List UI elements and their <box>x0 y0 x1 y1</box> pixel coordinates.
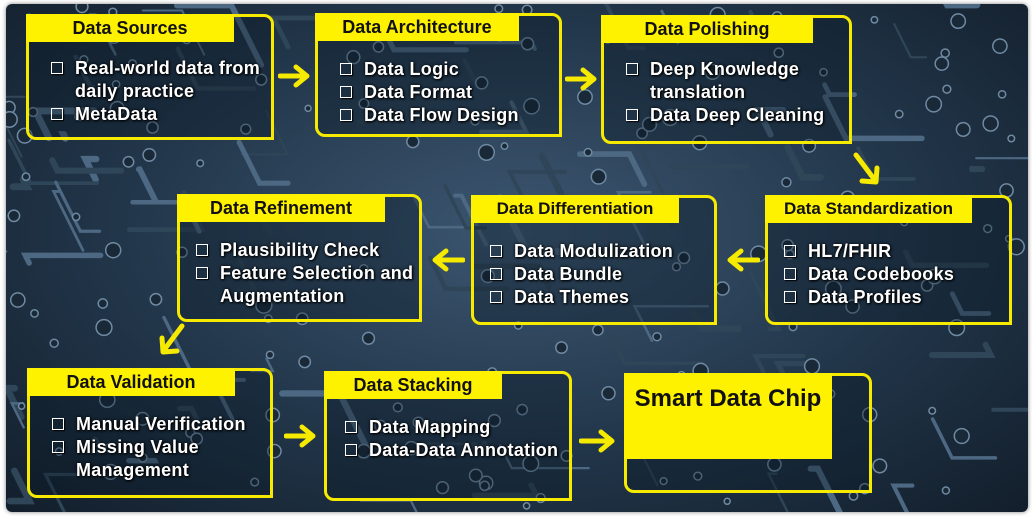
checkbox-icon <box>196 267 208 279</box>
item-list: Data Mapping Data-Data Annotation <box>341 416 569 462</box>
arrow-right-icon <box>278 64 310 88</box>
checkbox-icon <box>340 86 352 98</box>
box-title: Data Validation <box>27 368 235 396</box>
box-title: Data Stacking <box>324 371 502 399</box>
box-data-polishing: Data Polishing Deep Knowledge translatio… <box>601 15 852 144</box>
list-item: Data Codebooks <box>780 263 1005 286</box>
box-title: Data Standardization <box>765 195 972 223</box>
box-data-validation: Data Validation Manual Verification Miss… <box>27 368 273 498</box>
checkbox-icon <box>490 291 502 303</box>
checkbox-icon <box>626 63 638 75</box>
checkbox-icon <box>490 245 502 257</box>
list-item: Data Modulization <box>486 240 714 263</box>
checkbox-icon <box>51 108 63 120</box>
item-list: Manual Verification Missing Value Manage… <box>48 413 270 482</box>
checkbox-icon <box>340 63 352 75</box>
item-list: Real-world data from daily practice Meta… <box>47 57 267 126</box>
list-item: Manual Verification <box>48 413 270 436</box>
list-item: Plausibility Check <box>192 239 420 262</box>
item-list: Deep Knowledge translation Data Deep Cle… <box>622 58 852 127</box>
list-item: Data Logic <box>336 58 561 81</box>
checkbox-icon <box>52 441 64 453</box>
box-title: Data Differentiation <box>471 195 679 223</box>
list-item: Deep Knowledge translation <box>622 58 852 104</box>
item-list: HL7/FHIR Data Codebooks Data Profiles <box>780 240 1005 309</box>
checkbox-icon <box>345 444 357 456</box>
box-title: Data Refinement <box>177 194 385 222</box>
checkbox-icon <box>626 109 638 121</box>
smart-data-chip-label: Smart Data Chip <box>624 373 832 459</box>
list-item: Data Profiles <box>780 286 1005 309</box>
list-item: Data Themes <box>486 286 714 309</box>
box-data-refinement: Data Refinement Plausibility Check Featu… <box>177 194 422 322</box>
list-item: MetaData <box>47 103 267 126</box>
arrow-down-right-icon <box>853 152 880 185</box>
checkbox-icon <box>51 62 63 74</box>
box-data-sources: Data Sources Real-world data from daily … <box>26 14 274 140</box>
list-item: Data Mapping <box>341 416 569 439</box>
list-item: Feature Selection and Augmentation <box>192 262 420 308</box>
arrow-down-left-icon <box>159 323 185 355</box>
list-item: Data Bundle <box>486 263 714 286</box>
diagram-canvas: Data Sources Real-world data from daily … <box>6 4 1028 512</box>
checkbox-icon <box>340 109 352 121</box>
box-data-stacking: Data Stacking Data Mapping Data-Data Ann… <box>324 371 572 501</box>
checkbox-icon <box>784 245 796 257</box>
item-list: Data Modulization Data Bundle Data Theme… <box>486 240 714 309</box>
box-data-differentiation: Data Differentiation Data Modulization D… <box>471 195 717 325</box>
box-title: Data Architecture <box>315 13 519 41</box>
item-list: Data Logic Data Format Data Flow Design <box>336 58 561 127</box>
box-data-standardization: Data Standardization HL7/FHIR Data Codeb… <box>765 195 1012 325</box>
list-item: Missing Value Management <box>48 436 270 482</box>
list-item: HL7/FHIR <box>780 240 1005 263</box>
checkbox-icon <box>345 421 357 433</box>
arrow-left-icon <box>432 248 465 272</box>
box-title: Data Sources <box>26 14 234 42</box>
arrow-left-icon <box>727 248 760 272</box>
item-list: Plausibility Check Feature Selection and… <box>192 239 420 308</box>
checkbox-icon <box>196 244 208 256</box>
list-item: Real-world data from daily practice <box>47 57 267 103</box>
box-smart-data-chip: Smart Data Chip <box>624 373 872 493</box>
list-item: Data Deep Cleaning <box>622 104 852 127</box>
box-data-architecture: Data Architecture Data Logic Data Format… <box>315 13 562 137</box>
list-item: Data Flow Design <box>336 104 561 127</box>
checkbox-icon <box>784 268 796 280</box>
list-item: Data Format <box>336 81 561 104</box>
checkbox-icon <box>490 268 502 280</box>
arrow-right-icon <box>565 67 597 91</box>
list-item: Data-Data Annotation <box>341 439 569 462</box>
arrow-right-icon <box>284 424 316 448</box>
checkbox-icon <box>784 291 796 303</box>
arrow-right-icon <box>579 429 615 453</box>
checkbox-icon <box>52 418 64 430</box>
box-title: Data Polishing <box>601 15 813 43</box>
